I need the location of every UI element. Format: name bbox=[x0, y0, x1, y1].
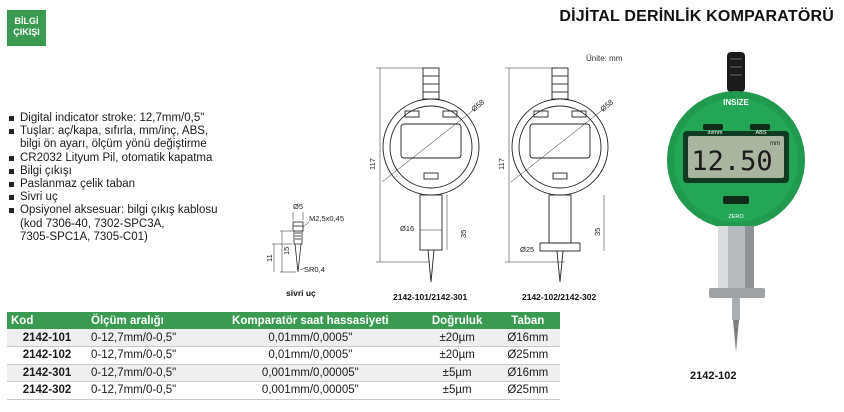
feature-item: Opsiyonel aksesuar: bilgi çıkış kablosu bbox=[8, 204, 258, 217]
page-title: DİJİTAL DERİNLİK KOMPARATÖRÜ bbox=[559, 8, 834, 25]
cell-range: 0-12,7mm/0-0,5" bbox=[87, 364, 202, 382]
cell-accuracy: ±20µm bbox=[418, 346, 496, 365]
d2-base-label: Ø25 bbox=[520, 245, 534, 254]
feature-item: Digital indicator stroke: 12,7mm/0,5" bbox=[8, 112, 258, 125]
table-row: 2142-301 0-12,7mm/0-0,5" 0,001mm/0,00005… bbox=[7, 364, 560, 382]
device-display-unit: mm bbox=[770, 141, 780, 147]
table-row: 2142-101 0-12,7mm/0-0,5" 0,01mm/0,0005" … bbox=[7, 329, 560, 347]
cell-code: 2142-302 bbox=[7, 381, 87, 400]
badge-line2: ÇIKIŞI bbox=[13, 27, 40, 37]
device-tip bbox=[733, 320, 739, 352]
device-btn-zero: ZERO bbox=[728, 214, 744, 220]
col-header: Taban bbox=[495, 312, 560, 329]
table-row: 2142-102 0-12,7mm/0-0,5" 0,01mm/0,0005" … bbox=[7, 346, 560, 365]
units-note: Ünite: mm bbox=[586, 54, 623, 63]
data-output-badge: BİLGİ ÇIKIŞI bbox=[7, 10, 46, 46]
feature-item: bilgi ön ayarı, ölçüm yönü değiştirme bbox=[20, 138, 207, 151]
tip-caption: sivri uç bbox=[286, 288, 316, 298]
tip-dia-label: Ø5 bbox=[293, 202, 303, 211]
spec-table: Kod Ölçüm aralığı Komparatör saat hassas… bbox=[7, 312, 560, 400]
cell-base: Ø25mm bbox=[495, 346, 560, 365]
tip-h15-label: 15 bbox=[282, 247, 291, 255]
cell-range: 0-12,7mm/0-0,5" bbox=[87, 381, 202, 400]
cell-resolution: 0,01mm/0,0005" bbox=[202, 346, 419, 365]
cell-range: 0-12,7mm/0-0,5" bbox=[87, 329, 202, 347]
cell-base: Ø16mm bbox=[495, 329, 560, 347]
device-base bbox=[709, 288, 765, 298]
d2-dia-label: Ø58 bbox=[599, 98, 616, 114]
table-header-row: Kod Ölçüm aralığı Komparatör saat hassas… bbox=[7, 312, 560, 329]
drawing-2142-101 bbox=[376, 67, 480, 283]
cell-code: 2142-101 bbox=[7, 329, 87, 347]
feature-item: CR2032 Lityum Pil, otomatik kapatma bbox=[8, 152, 258, 165]
drawing-2142-102 bbox=[505, 67, 609, 283]
feature-item: Sivri uç bbox=[8, 191, 258, 204]
cell-accuracy: ±5µm bbox=[418, 381, 496, 400]
feature-item: Tuşlar: aç/kapa, sıfırla, mm/inç, ABS, bbox=[8, 125, 258, 138]
cell-accuracy: ±20µm bbox=[418, 329, 496, 347]
d2-height-label: 117 bbox=[497, 158, 506, 170]
d1-stemlen-label: 35 bbox=[459, 230, 468, 238]
cell-range: 0-12,7mm/0-0,5" bbox=[87, 346, 202, 365]
badge-line1: BİLGİ bbox=[14, 16, 39, 26]
d1-height-label: 117 bbox=[368, 158, 377, 170]
device-lcd bbox=[688, 136, 784, 178]
feature-item: Paslanmaz çelik taban bbox=[8, 178, 258, 191]
device-illustration bbox=[667, 52, 805, 352]
d2-stemlen-label: 35 bbox=[593, 228, 602, 236]
device-btn-left: in/mm bbox=[708, 130, 723, 136]
drawing2-caption: 2142-102/2142-302 bbox=[522, 292, 597, 302]
feature-list: Digital indicator stroke: 12,7mm/0,5" Tu… bbox=[8, 112, 258, 244]
col-header: Kod bbox=[7, 312, 87, 329]
feature-item: 7305-SPC1A, 7305-C01) bbox=[20, 230, 148, 243]
cell-code: 2142-102 bbox=[7, 346, 87, 365]
device-display-value: 12.50 bbox=[691, 146, 772, 177]
tip-thread-label: M2,5x0,45 bbox=[309, 214, 344, 223]
tip-h11-label: 11 bbox=[265, 254, 274, 262]
col-header: Ölçüm aralığı bbox=[87, 312, 202, 329]
cell-accuracy: ±5µm bbox=[418, 364, 496, 382]
cell-resolution: 0,001mm/0,00005" bbox=[202, 381, 419, 400]
cell-resolution: 0,01mm/0,0005" bbox=[202, 329, 419, 347]
tip-drawing bbox=[272, 212, 310, 273]
device-cap bbox=[727, 52, 745, 92]
device-brand: INSIZE bbox=[723, 98, 749, 107]
d1-dia-label: Ø58 bbox=[470, 98, 487, 114]
drawing1-caption: 2142-101/2142-301 bbox=[393, 292, 468, 302]
cell-base: Ø16mm bbox=[495, 364, 560, 382]
product-caption: 2142-102 bbox=[690, 370, 737, 382]
col-header: Doğruluk bbox=[418, 312, 496, 329]
cell-resolution: 0,001mm/0,00005" bbox=[202, 364, 419, 382]
device-btn-right: ABS bbox=[755, 130, 766, 136]
table-row: 2142-302 0-12,7mm/0-0,5" 0,001mm/0,00005… bbox=[7, 381, 560, 400]
d1-stem-label: Ø16 bbox=[400, 224, 414, 233]
col-header: Komparatör saat hassasiyeti bbox=[202, 312, 419, 329]
feature-item: (kod 7306-40, 7302-SPC3A, bbox=[20, 217, 165, 230]
cell-base: Ø25mm bbox=[495, 381, 560, 400]
tip-radius-label: SR0,4 bbox=[304, 265, 325, 274]
cell-code: 2142-301 bbox=[7, 364, 87, 382]
feature-item: Bilgi çıkışı bbox=[8, 165, 258, 178]
